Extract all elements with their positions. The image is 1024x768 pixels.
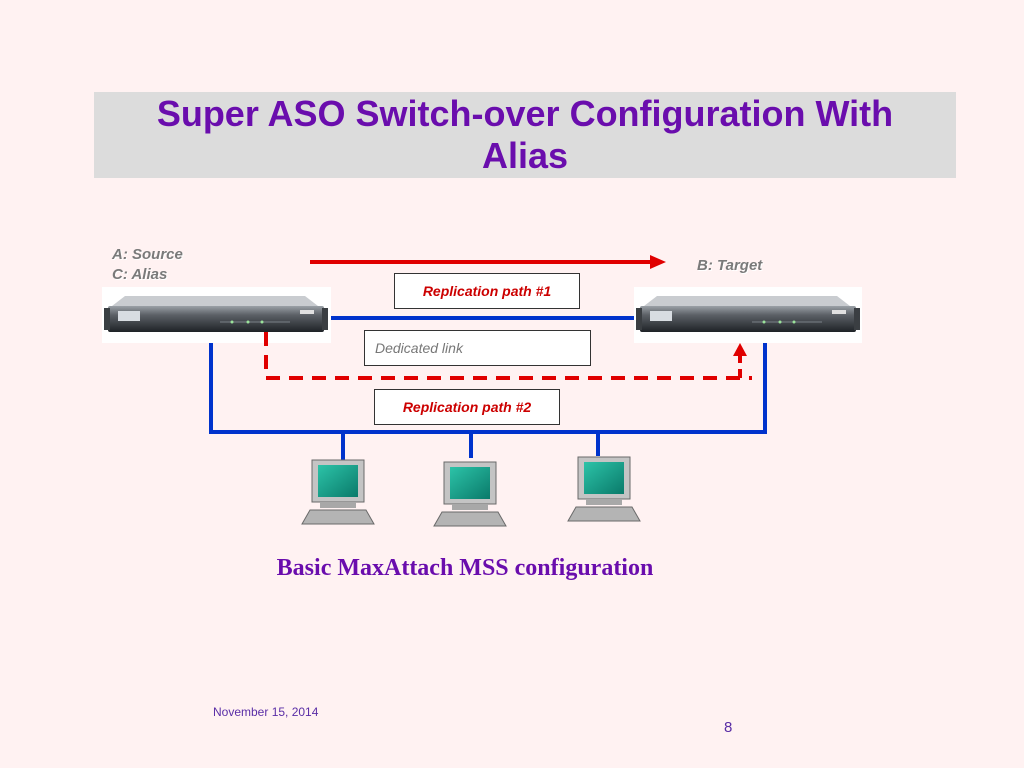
replication-arrow-top	[310, 255, 666, 269]
slide-title: Super ASO Switch-over Configuration With…	[156, 93, 894, 176]
alias-label: C: Alias	[112, 266, 168, 283]
diagram-caption: Basic MaxAttach MSS configuration	[276, 555, 654, 581]
replication-path-2-line	[264, 332, 752, 380]
title-banner: Super ASO Switch-over Configuration With…	[94, 92, 956, 178]
target-server	[634, 287, 862, 343]
replication-path-1-label: Replication path #1	[394, 273, 580, 309]
slide-date: November 15, 2014	[213, 705, 319, 719]
workstation-icon	[433, 461, 507, 527]
source-label: A: Source	[112, 246, 183, 263]
lan-bus	[209, 343, 767, 462]
page-number: 8	[724, 719, 733, 736]
source-server	[102, 287, 331, 343]
dedicated-link-label: Dedicated link	[364, 330, 591, 366]
workstation-icon	[301, 459, 375, 525]
replication-path-2-label: Replication path #2	[374, 389, 560, 425]
target-label: B: Target	[697, 257, 763, 274]
workstation-icon	[567, 456, 641, 522]
